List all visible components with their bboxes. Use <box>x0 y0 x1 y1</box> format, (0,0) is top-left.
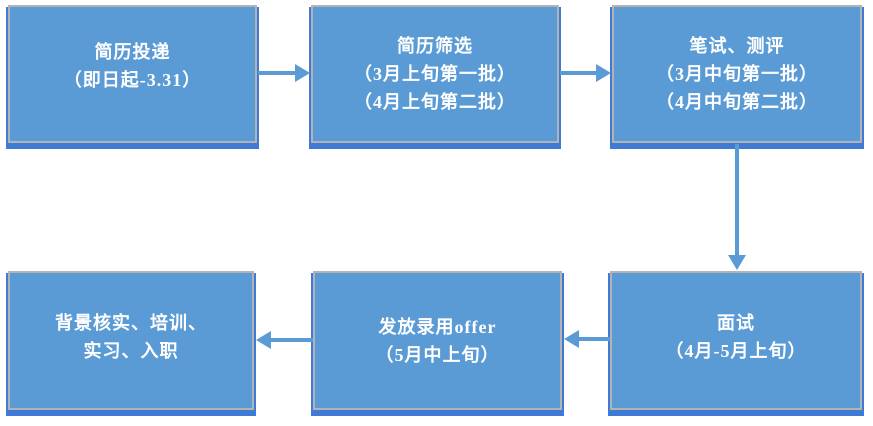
flow-arrow-right-icon <box>258 64 310 82</box>
node-date: （4月上旬第二批） <box>354 92 516 112</box>
arrow-shaft <box>258 71 296 75</box>
flow-arrow-right-icon <box>560 64 611 82</box>
node-title: 简历筛选 <box>397 36 473 56</box>
flow-arrow-left-icon <box>564 330 610 348</box>
node-title: 面试 <box>717 312 755 333</box>
node-title: 发放录用offer <box>378 316 497 337</box>
flow-node-offer-issuance: 发放录用offer （5月中上旬） <box>313 271 562 410</box>
arrow-shaft <box>271 338 313 342</box>
node-title: 笔试、测评 <box>689 36 785 56</box>
flow-arrow-left-icon <box>256 331 313 349</box>
flow-node-interview: 面试 （4月-5月上旬） <box>610 271 862 410</box>
node-date: （3月上旬第一批） <box>354 64 516 84</box>
node-date: （即日起-3.31） <box>63 70 202 90</box>
arrow-shaft <box>579 337 610 341</box>
arrow-head-right-icon <box>295 64 310 82</box>
node-date: （4月-5月上旬） <box>665 340 807 361</box>
flow-node-resume-screening: 简历筛选 （3月上旬第一批） （4月上旬第二批） <box>311 5 559 143</box>
node-date: （5月中上旬） <box>375 344 500 365</box>
flow-node-written-test-assessment: 笔试、测评 （3月中旬第一批） （4月中旬第二批） <box>612 5 862 143</box>
node-date: （3月中旬第一批） <box>656 64 818 84</box>
arrow-shaft <box>735 144 739 256</box>
arrow-head-right-icon <box>596 64 611 82</box>
arrow-head-down-icon <box>728 255 746 270</box>
flow-node-onboarding: 背景核实、培训、 实习、入职 <box>8 271 254 410</box>
arrow-shaft <box>560 71 597 75</box>
node-title: 背景核实、培训、 <box>55 312 207 333</box>
flow-node-resume-submission: 简历投递 （即日起-3.31） <box>8 5 257 143</box>
node-title: 实习、入职 <box>83 340 179 361</box>
arrow-head-left-icon <box>564 330 579 348</box>
node-title: 简历投递 <box>94 42 171 62</box>
flow-arrow-down-icon <box>728 144 746 270</box>
node-date: （4月中旬第二批） <box>656 92 818 112</box>
arrow-head-left-icon <box>256 331 271 349</box>
